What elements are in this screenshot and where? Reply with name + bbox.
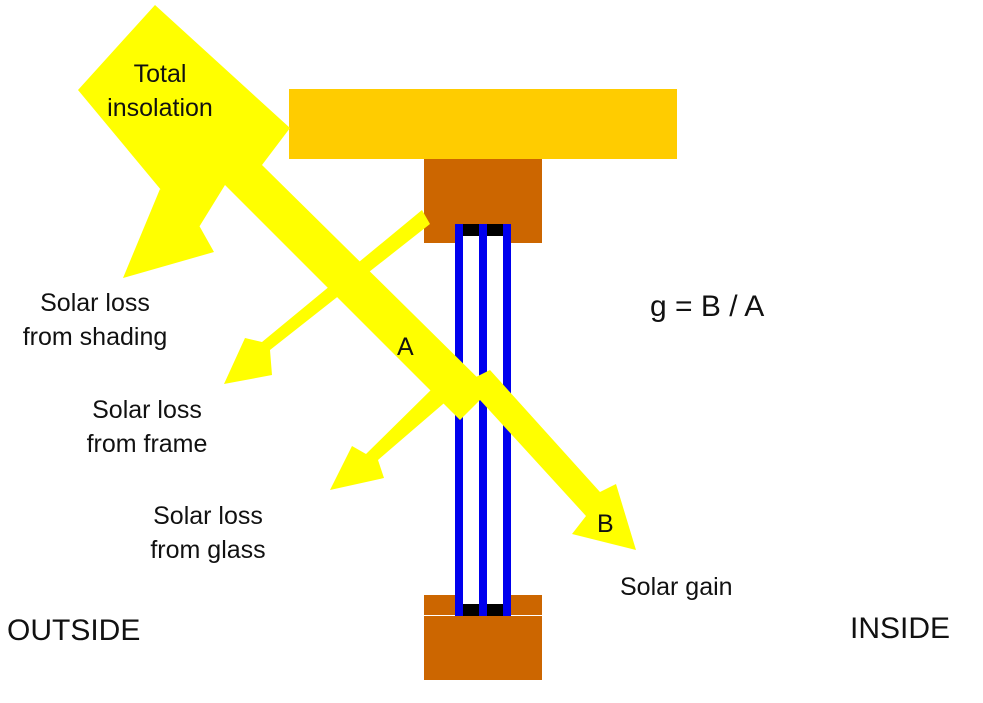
frame-loss-arrow: [224, 210, 430, 384]
solar-gain-label: Solar gain: [620, 573, 733, 601]
total-insolation-beam: [78, 5, 490, 420]
g-value-formula: g = B / A: [650, 290, 764, 323]
frame-sill: [424, 616, 542, 680]
outside-label: OUTSIDE: [7, 614, 140, 647]
shading-overhang: [289, 89, 677, 159]
shading-loss-label-1: Solar loss: [40, 289, 150, 317]
glass-loss-label-2: from glass: [150, 536, 265, 564]
shading-loss-arrow: [123, 189, 214, 278]
total-insolation-label-1: Total: [134, 60, 187, 88]
glass-pane-middle: [479, 224, 487, 616]
glass-loss-arrow: [330, 385, 450, 490]
total-insolation-label-2: insolation: [107, 94, 213, 122]
shading-loss-label-2: from shading: [23, 323, 168, 351]
glass-pane-outer: [455, 224, 463, 616]
glass-loss-label-1: Solar loss: [153, 502, 263, 530]
marker-a: A: [397, 333, 414, 361]
transmitted-beam: [470, 370, 636, 550]
frame-loss-label-2: from frame: [87, 430, 208, 458]
frame-loss-label-1: Solar loss: [92, 396, 202, 424]
marker-b: B: [597, 510, 614, 538]
inside-label: INSIDE: [850, 612, 950, 645]
